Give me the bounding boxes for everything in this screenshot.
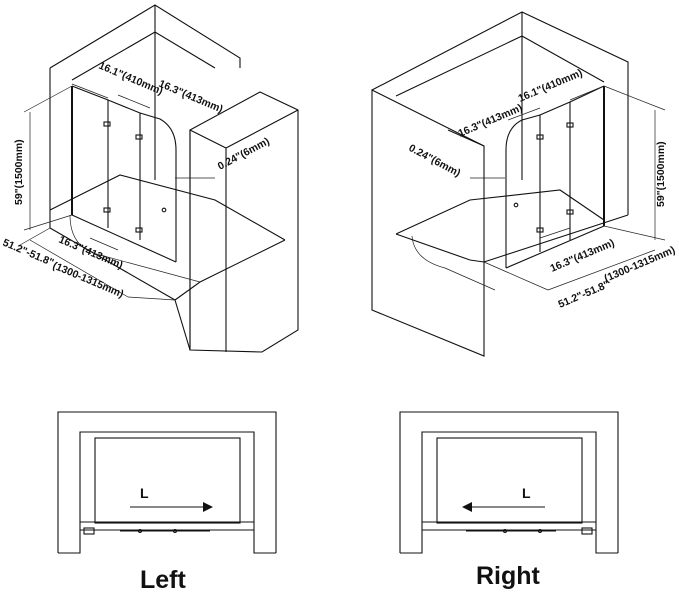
right-caption: Right xyxy=(476,562,540,590)
right-width-top-left: 16.3"(413mm) xyxy=(456,102,524,140)
left-width-top-right: 16.3"(413mm) xyxy=(157,78,225,116)
right-total-range-mm: (1300-1315mm) xyxy=(602,244,677,285)
right-plan-view xyxy=(399,411,619,554)
left-isometric-view xyxy=(19,4,299,353)
left-total-range-inch: 51.2"-51.8" xyxy=(1,237,56,269)
right-total-range-inch: 51.2"-51.8" xyxy=(556,278,611,310)
right-width-top-right: 16.1"(410mm) xyxy=(516,67,584,105)
right-plan-arrow-label: L xyxy=(522,485,531,501)
left-caption: Left xyxy=(140,566,186,594)
left-thickness: 0.24"(6mm) xyxy=(216,135,272,172)
left-plan-arrow-label: L xyxy=(140,485,149,501)
right-thickness: 0.24"(6mm) xyxy=(407,142,463,179)
right-isometric-view xyxy=(371,11,666,357)
right-height: 59"(1500mm) xyxy=(655,141,667,207)
left-height: 59"(1500mm) xyxy=(13,139,25,205)
right-width-bottom: 16.3"(413mm) xyxy=(548,237,616,275)
left-plan-view xyxy=(57,411,277,554)
